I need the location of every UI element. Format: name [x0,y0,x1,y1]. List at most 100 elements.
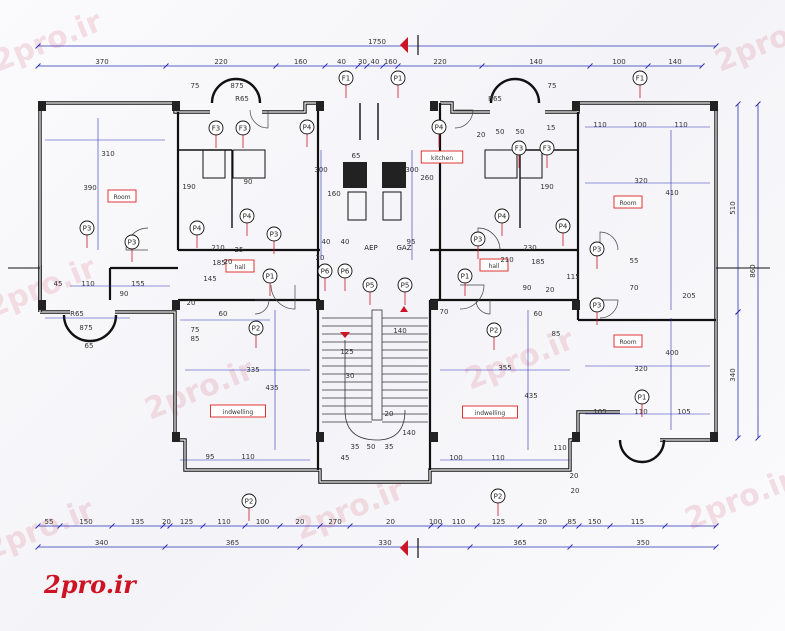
bottom-row1-dimension-tick [317,523,323,529]
structural-column [572,101,580,111]
marker-tag: P3 [593,302,602,310]
bottom-row1-dimension-tick [160,523,166,529]
bay-window [489,77,541,104]
door-swing [475,299,491,315]
service-label: GAZ [396,244,411,252]
structural-column [172,300,180,310]
inner-dimension-label: 110 [674,121,687,129]
inner-dimension-label: 90 [120,290,129,298]
bottom-row1-dimension-label: 55 [45,518,54,526]
stair-well [371,309,383,421]
bottom-row1-dimension-label: 135 [131,518,144,526]
top-row-dimension-tick [395,63,401,69]
right-dimension-c-tick [735,435,741,441]
watermark-text: 2pro.ir [0,492,99,567]
top-row-dimension-label: 140 [529,58,542,66]
bottom-row1-dimension-label: 20 [296,518,305,526]
right-dimension-b-label: 860 [749,264,757,277]
bottom-row1-dimension-tick [437,523,443,529]
marker-tag: P4 [435,124,444,132]
inner-dimension-label: 435 [524,392,537,400]
inner-dimension-label: R65 [70,310,84,318]
inner-dimension-label: 155 [131,280,144,288]
inner-dimension-label: 75 [191,326,200,334]
structural-column [710,101,718,111]
top-row-dimension-tick [355,63,361,69]
inner-dimension-label: 40 [341,238,350,246]
structural-column [316,432,324,442]
inner-dimension-label: 435 [265,384,278,392]
bottom-row1-dimension-tick [713,523,719,529]
inner-dimension-label: 50 [516,128,525,136]
marker-tag: P4 [559,223,568,231]
room-label: hall [489,263,500,270]
top-row-dimension-tick [364,63,370,69]
room-label-box [479,258,509,272]
structural-column [38,101,46,111]
stair-path [344,340,406,441]
bottom-row1-dimension-tick [277,523,283,529]
structural-column [316,300,324,310]
inner-dimension-label: 20 [187,299,196,307]
right-dimension-a-tick [735,101,741,107]
inner-dimension-label: 40 [322,238,331,246]
inner-dimension-label: 70 [440,308,449,316]
structural-column [710,432,718,442]
structural-column [172,101,180,111]
inner-dimension-label: 320 [634,177,647,185]
top-row-dimension-label: 370 [95,58,108,66]
marker-tag: P2 [490,327,499,335]
exterior-wall [40,101,210,114]
top-row-dimension-label: 40 [337,58,346,66]
right-dimension-c-tick [735,309,741,315]
bath-fixture [232,149,266,179]
bottom-row1-dimension-tick [242,523,248,529]
bottom-row2-dimension-tick [162,544,168,550]
room-label: hall [235,264,246,271]
top-row-dimension-tick [587,63,593,69]
bottom-row1-dimension-label: 20 [538,518,547,526]
inner-dimension-label: 115 [566,273,579,281]
room-label: kitchen [431,155,453,162]
marker-tag: P3 [128,239,137,247]
bottom-row1-dimension-tick [200,523,206,529]
top-row-dimension-label: 220 [214,58,227,66]
marker-tag: P1 [266,273,275,281]
top-row-dimension-tick [380,63,386,69]
room-label-box [420,150,464,164]
bottom-row2-dimension-tick [567,544,573,550]
bay-window [210,77,262,104]
room-label-box [613,334,643,348]
bottom-row2-dimension-label: 365 [513,539,526,547]
top-row-dimension-label: 40 [371,58,380,66]
marker-tag: P3 [474,236,483,244]
top-row-dimension-label: 160 [294,58,307,66]
bay-window [62,314,118,343]
top-row-dimension-label: 160 [384,58,397,66]
bottom-row1-dimension-tick [607,523,613,529]
bath-fixture [202,149,226,179]
inner-dimension-label: 310 [101,150,114,158]
watermark-text: 2pro.ir [0,4,107,79]
inner-dimension-label: 205 [682,292,695,300]
inner-dimension-label: 260 [420,174,433,182]
inner-dimension-label: 100 [633,121,646,129]
structural-column [572,300,580,310]
exterior-wall [545,101,716,114]
inner-dimension-label: 110 [241,453,254,461]
inner-dimension-label: 95 [407,238,416,246]
inner-dimension-label: 110 [634,408,647,416]
exterior-wall-inner [262,102,318,113]
structural-column [430,432,438,442]
inner-dimension-label: 140 [402,429,415,437]
site-logo: 2pro.ir [44,570,136,599]
bottom-row2-dimension-label: 365 [226,539,239,547]
door-swing [599,231,619,251]
inner-dimension-label: 210 [500,256,513,264]
top-row-dimension-label: 140 [668,58,681,66]
bottom-row1-dimension-tick [347,523,353,529]
inner-dimension-label: 65 [352,152,361,160]
marker-tag: P1 [638,394,647,402]
structural-column [430,101,438,111]
